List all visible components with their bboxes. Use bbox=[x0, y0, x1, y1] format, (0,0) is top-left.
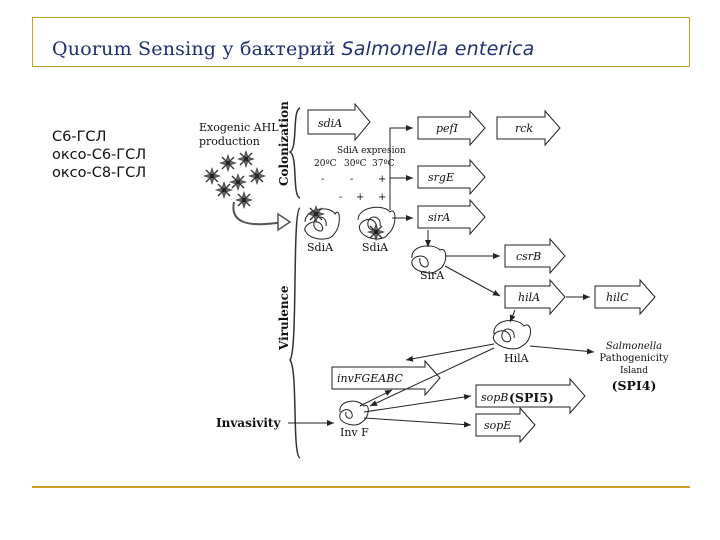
frame-top-line bbox=[32, 17, 690, 18]
gene-arrow-invfgeabc: invFGEABC bbox=[331, 359, 441, 397]
ahl-molecule-cluster bbox=[203, 150, 266, 209]
svg-text:Inv F: Inv F bbox=[340, 426, 369, 439]
gene-arrow-pefi: pefI bbox=[417, 109, 486, 147]
arrow-invf-to-sopb bbox=[363, 394, 472, 413]
protein-sdia-left: SdiA bbox=[304, 205, 340, 254]
ahl-uptake-arrow bbox=[232, 201, 284, 226]
gene-arrow-sdia: sdiA bbox=[307, 102, 371, 142]
island-line-1: Salmonella bbox=[606, 341, 662, 352]
gene-arrow-rck: rck bbox=[496, 109, 561, 147]
gene-arrow-srge: srgE bbox=[417, 158, 486, 196]
stage-invasivity: Invasivity bbox=[216, 416, 281, 430]
protein-invf: Inv F bbox=[339, 400, 369, 439]
expression-cell-r2c1: - bbox=[339, 192, 342, 203]
svg-text:rck: rck bbox=[515, 122, 533, 135]
expression-cell-r2c2: + bbox=[356, 192, 364, 203]
svg-text:HilA: HilA bbox=[504, 352, 530, 365]
expression-header-30: 30ºC bbox=[344, 159, 367, 169]
ahl-molecule-icon bbox=[248, 167, 266, 185]
svg-text:sopB: sopB bbox=[481, 391, 508, 404]
svg-text:invFGEABC: invFGEABC bbox=[337, 372, 403, 385]
expression-header-37: 37ºC bbox=[372, 159, 395, 169]
title-main: Quorum Sensing у бактерий bbox=[52, 38, 336, 60]
spi4-island-label: Salmonella Pathogenicity Island (SPI4) bbox=[599, 341, 668, 393]
stage-colonization: Colonization bbox=[277, 101, 291, 186]
colonization-bracket bbox=[288, 107, 301, 199]
svg-text:hilC: hilC bbox=[606, 291, 629, 304]
protein-hila: HilA bbox=[492, 319, 531, 365]
protein-sdia-right: SdiA bbox=[357, 206, 396, 254]
arrow-hila-to-invf bbox=[369, 347, 495, 407]
svg-text:SdiA: SdiA bbox=[362, 241, 389, 254]
gene-arrow-sope: sopE bbox=[475, 406, 536, 444]
stage-virulence: Virulence bbox=[277, 285, 291, 351]
svg-text:SdiA: SdiA bbox=[307, 241, 334, 254]
protein-sira: SirA bbox=[411, 245, 447, 282]
island-line-2: Pathogenicity bbox=[599, 353, 668, 364]
expression-header-20: 20ºC bbox=[314, 159, 337, 169]
signal-labels: C6-ГСЛ оксо-C6-ГСЛ оксо-C8-ГСЛ bbox=[52, 128, 146, 182]
svg-text:srgE: srgE bbox=[428, 171, 454, 184]
regulatory-arrows bbox=[288, 125, 595, 428]
island-code: (SPI4) bbox=[612, 378, 657, 393]
svg-text:csrB: csrB bbox=[516, 250, 541, 263]
gene-arrow-hilc: hilC bbox=[594, 278, 656, 316]
signal-label-oxo-c6: оксо-C6-ГСЛ bbox=[52, 147, 147, 163]
ahl-molecule-icon bbox=[235, 191, 253, 209]
frame-right-line bbox=[689, 17, 690, 67]
sdia-expression-table: SdiA expresion 20ºC 30ºC 37ºC - - + - + … bbox=[314, 146, 406, 203]
arrow-hila-to-spi4 bbox=[529, 345, 595, 355]
svg-text:pefI: pefI bbox=[436, 122, 459, 135]
exogenic-ahl-label-2: production bbox=[199, 135, 260, 148]
exogenic-ahl-label-1: Exogenic AHL bbox=[199, 121, 279, 134]
arrow-sdia-to-pefi bbox=[389, 125, 413, 210]
expression-table-title: SdiA expresion bbox=[337, 146, 406, 156]
island-line-3: Island bbox=[620, 366, 648, 376]
arrow-hila-protein bbox=[509, 309, 516, 323]
arrow-invf-to-inv bbox=[359, 389, 393, 407]
virulence-bracket bbox=[289, 207, 301, 459]
arrow-sira-to-hila bbox=[444, 265, 501, 297]
spi5-label: (SPI5) bbox=[509, 390, 554, 405]
svg-text:sdiA: sdiA bbox=[318, 117, 342, 130]
signal-label-c6: C6-ГСЛ bbox=[52, 129, 107, 145]
gene-arrow-csrb: csrB bbox=[504, 237, 566, 275]
expression-cell-r1c2: - bbox=[350, 174, 353, 185]
svg-text:sopE: sopE bbox=[484, 419, 511, 432]
frame-bottom-line bbox=[32, 486, 690, 488]
ahl-molecule-icon bbox=[229, 173, 247, 191]
ahl-uptake-arrowhead bbox=[277, 212, 292, 232]
arrow-hila-to-inv bbox=[405, 343, 495, 362]
gene-arrow-sira: sirA bbox=[417, 198, 486, 236]
expression-cell-r1c1: - bbox=[321, 174, 324, 185]
svg-text:sirA: sirA bbox=[428, 211, 450, 224]
title-species: Salmonella enterica bbox=[341, 38, 535, 60]
signal-label-oxo-c8: оксо-C8-ГСЛ bbox=[52, 165, 147, 181]
ahl-molecule-icon bbox=[203, 167, 221, 185]
gene-arrow-hila: hilA bbox=[504, 278, 566, 316]
ahl-molecule-icon bbox=[237, 150, 255, 168]
frame-title-line bbox=[32, 66, 690, 67]
ahl-molecule-icon bbox=[215, 181, 233, 199]
svg-text:SirA: SirA bbox=[420, 269, 445, 282]
ahl-molecule-icon bbox=[219, 154, 237, 172]
frame-left-line bbox=[32, 17, 33, 67]
expression-cell-r1c3: + bbox=[378, 174, 386, 185]
gene-arrow-sopb: sopB (SPI5) bbox=[475, 377, 586, 415]
expression-cell-r2c3: + bbox=[378, 192, 386, 203]
svg-text:hilA: hilA bbox=[518, 291, 540, 304]
arrow-invf-to-sope bbox=[363, 417, 472, 428]
